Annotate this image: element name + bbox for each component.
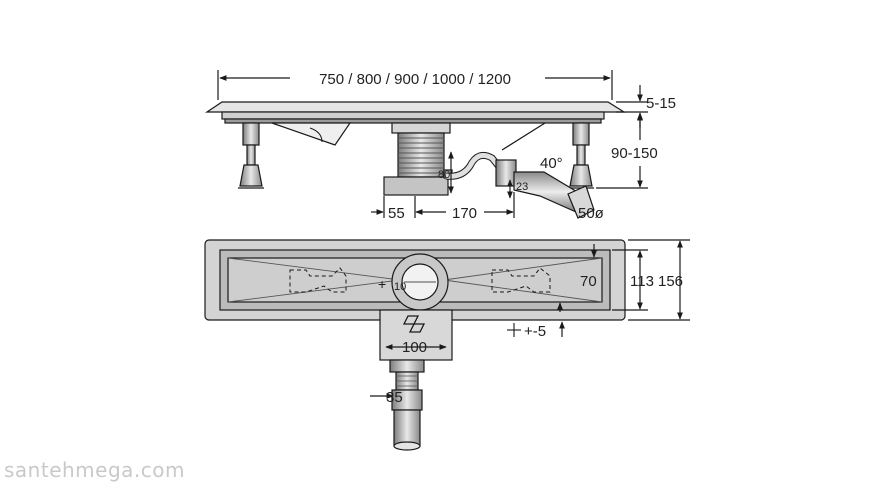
trap-collar: [391, 122, 451, 134]
label-trap-offset: 55: [388, 205, 405, 222]
right-bracket: [501, 122, 546, 151]
hidden-brackets: [289, 267, 551, 293]
label-outer-width: 156: [658, 273, 683, 290]
left-bracket: [271, 122, 352, 146]
left-leg-rod: [246, 144, 256, 166]
side-view: [205, 70, 648, 219]
slope-lines: [227, 257, 603, 303]
trap-base: [383, 176, 449, 196]
label-trap-height: 80: [438, 169, 450, 181]
left-leg-top: [242, 122, 260, 146]
pipe-outlet: [393, 409, 421, 447]
cover-plate: [205, 101, 627, 113]
trap-ribs: [398, 137, 444, 174]
zigzag-symbol: [402, 315, 426, 333]
label-frame-height: 5-15: [646, 95, 676, 112]
label-drain-size: 10: [394, 281, 406, 293]
outlet-coupling: [495, 159, 517, 187]
svg-text:+: +: [378, 276, 386, 292]
label-total-length: 750 / 800 / 900 / 1000 / 1200: [319, 71, 511, 88]
label-inner-width: 70: [580, 273, 597, 290]
label-trap-box-width: 100: [402, 339, 427, 356]
label-outlet-offset: 23: [516, 181, 528, 193]
top-view: +: [204, 239, 690, 451]
label-channel-width: 113: [630, 273, 654, 290]
pipe-coupling: [389, 359, 425, 373]
label-outlet-angle: 40°: [540, 155, 563, 172]
label-outlet-distance: 170: [452, 205, 477, 222]
right-leg-top: [572, 122, 590, 146]
pipe-mouth: [393, 441, 421, 451]
right-leg-foot: [569, 164, 593, 187]
label-adjust: +-5: [524, 323, 546, 340]
outlet-end: [567, 185, 595, 219]
left-leg-foot: [239, 164, 263, 187]
outlet-hose: [445, 152, 502, 179]
channel-body: [221, 111, 605, 120]
right-leg-rod: [576, 144, 586, 166]
label-leg-height: 90-150: [611, 145, 658, 162]
trap-box: [379, 309, 453, 361]
adjust-icon: [507, 323, 521, 337]
label-outlet-diameter: 50ø: [578, 205, 604, 222]
angle-arc: [309, 127, 323, 143]
label-pipe-width: 35: [386, 389, 403, 406]
watermark: santehmega.com: [4, 458, 185, 482]
